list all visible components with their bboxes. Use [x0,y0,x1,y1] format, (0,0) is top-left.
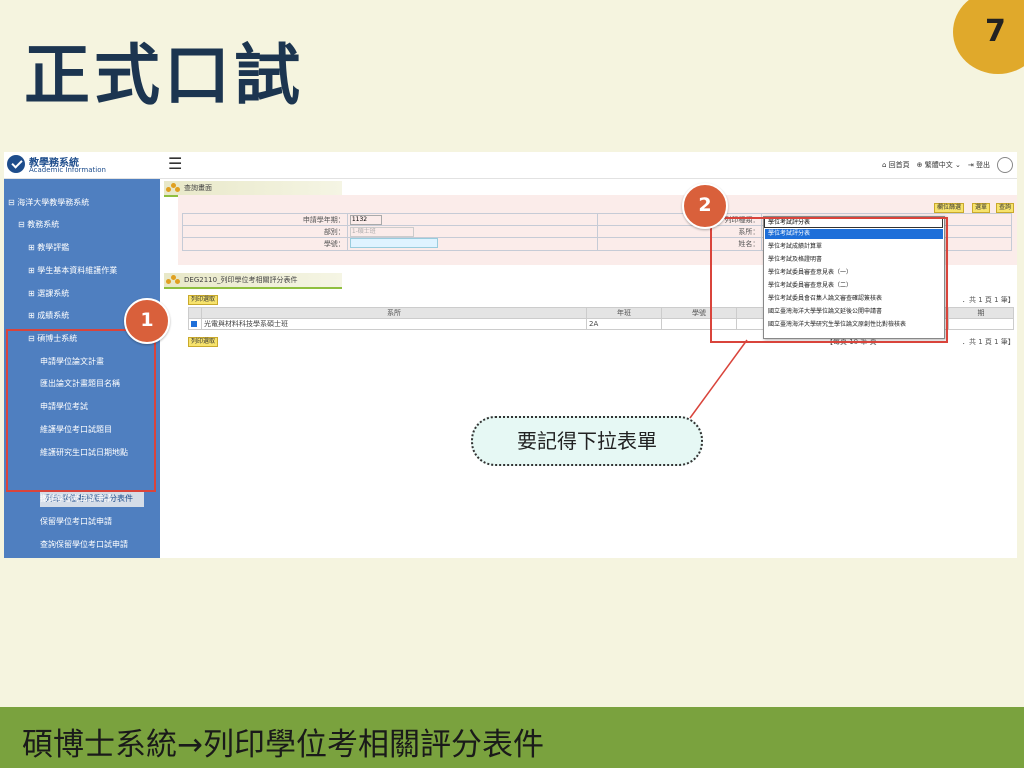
dropdown-option-delay[interactable]: 國立臺灣海洋大學學位論文延後公開申請書 [768,308,883,315]
dropdown-option-convener[interactable]: 學位考試委員會召集人論文審查確認簽核表 [768,295,883,302]
page-number: 7 [985,14,1006,49]
top-right-links: ⌂ 回首頁 ⊕ 繁體中文 ⌄ ⇥ 登出 [882,157,1013,173]
print-type-dropdown[interactable]: 學位考試評分表 學位考試評分表 學位考試成績計算單 學位考試及格證明書 學位考試… [763,216,945,339]
main-content: 查詢畫面 欄位篩選 選單 查詢 申請學年期： 1132 列印種類： 部別： 1-… [162,179,1017,558]
avatar[interactable] [997,157,1013,173]
section-dots-icon [166,275,180,285]
dept-select[interactable]: 1-碩士班 [349,226,414,237]
print-selected-button-bottom[interactable]: 列印選取 [188,337,219,347]
menu-toggle-icon[interactable]: ☰ [168,154,183,173]
name-label: 姓名： [596,237,763,251]
sidebar-sub-query-reserve[interactable]: 查詢保留學位考口試申請 [40,540,128,549]
app-logo[interactable]: 教學務系統 Academic Information [7,154,157,176]
search-button[interactable]: 查詢 [996,203,1015,213]
section-dots-icon [166,183,180,193]
chevron-down-icon: ⌄ [955,161,961,169]
footer-text: 碩博士系統→列印學位考相關評分表件 [22,727,544,763]
logo-sub-text: Academic Information [29,166,106,174]
sidebar-item-graduate[interactable]: ⊟ 碩博士系統 [28,334,78,343]
top-bar: 教學務系統 Academic Information ☰ ⌂ 回首頁 ⊕ 繁體中… [4,152,1017,179]
sidebar-sub-apply-exam[interactable]: 申請學位考試 [40,402,88,411]
footer-bar: 碩博士系統→列印學位考相關評分表件 [0,707,1024,768]
menu-button[interactable]: 選單 [972,203,991,213]
dropdown-option-score-calc[interactable]: 學位考試成績計算單 [768,243,823,250]
sidebar-item-course-selection[interactable]: ⊞ 選課系統 [28,289,70,298]
dropdown-option-originality[interactable]: 國立臺灣海洋大學研究生學位論文原創性比對檢核表 [768,321,907,328]
marker-2: 2 [682,183,728,229]
logout-icon: ⇥ [967,161,974,169]
home-link[interactable]: ⌂ 回首頁 [881,161,910,169]
highlight-box-sidebar [6,329,156,492]
sidebar-sub-thesis-plan[interactable]: 申請學位論文計畫 [40,357,104,366]
home-icon: ⌂ [881,161,887,169]
logo-main-text: 教學務系統 [29,158,79,169]
pager-bottom-total: ．共 1 頁 1 筆】 [962,338,1015,346]
year-input[interactable]: 1132 [349,214,382,225]
sidebar-sub-exam-date[interactable]: 維護研究生口試日期地點 [40,448,128,457]
sidebar-sub-withdraw[interactable]: 撤銷學位考口試申請 [40,494,112,503]
marker-1: 1 [124,298,170,344]
sidebar-group-academic[interactable]: ⊟ 教務系統 [18,220,60,229]
row-checkbox[interactable] [191,321,197,327]
field-filter-button[interactable]: 欄位篩選 [934,203,965,213]
student-id-input[interactable] [349,238,438,248]
print-selected-button-top[interactable]: 列印選取 [188,295,219,305]
logo-check-icon [7,155,25,173]
dropdown-option-score-sheet[interactable]: 學位考試評分表 [765,229,943,239]
student-id-label: 學號： [182,237,348,251]
sidebar-sub-reserve[interactable]: 保留學位考口試申請 [40,517,112,526]
dropdown-option-pass-cert[interactable]: 學位考試及格證明書 [768,256,823,263]
sidebar-sub-print-forms[interactable]: 列印學位考相關評分表件 [40,490,144,507]
dropdown-option-review-1[interactable]: 學位考試委員審查意見表（一） [768,269,853,276]
language-select[interactable]: ⊕ 繁體中文 ⌄ [916,161,961,169]
globe-icon: ⊕ [916,161,923,169]
highlight-box-dropdown [710,217,948,343]
sidebar-sub-exam-title[interactable]: 維護學位考口試題目 [40,425,112,434]
sidebar: ⊟ 海洋大學教學務系統 ⊟ 教務系統 ⊞ 教學評鑑 ⊞ 學生基本資料維護作業 ⊞… [4,179,160,558]
logout-link[interactable]: ⇥ 登出 [967,161,990,169]
dropdown-option-review-2[interactable]: 學位考試委員審查意見表（二） [768,282,853,289]
sidebar-root[interactable]: ⊟ 海洋大學教學務系統 [8,198,90,207]
sidebar-item-teaching-eval[interactable]: ⊞ 教學評鑑 [28,243,70,252]
sidebar-sub-export-plan[interactable]: 匯出論文計畫題目名稱 [40,379,120,388]
slide-title: 正式口試 [24,36,304,114]
callout-note: 要記得下拉表單 [471,416,703,466]
sidebar-item-student-data[interactable]: ⊞ 學生基本資料維護作業 [28,266,118,275]
pager-top: ．共 1 頁 1 筆】 [962,296,1015,304]
sidebar-item-grades[interactable]: ⊞ 成績系統 [28,311,70,320]
results-section-header: DEG2110_列印學位考相關評分表件 [164,273,342,289]
